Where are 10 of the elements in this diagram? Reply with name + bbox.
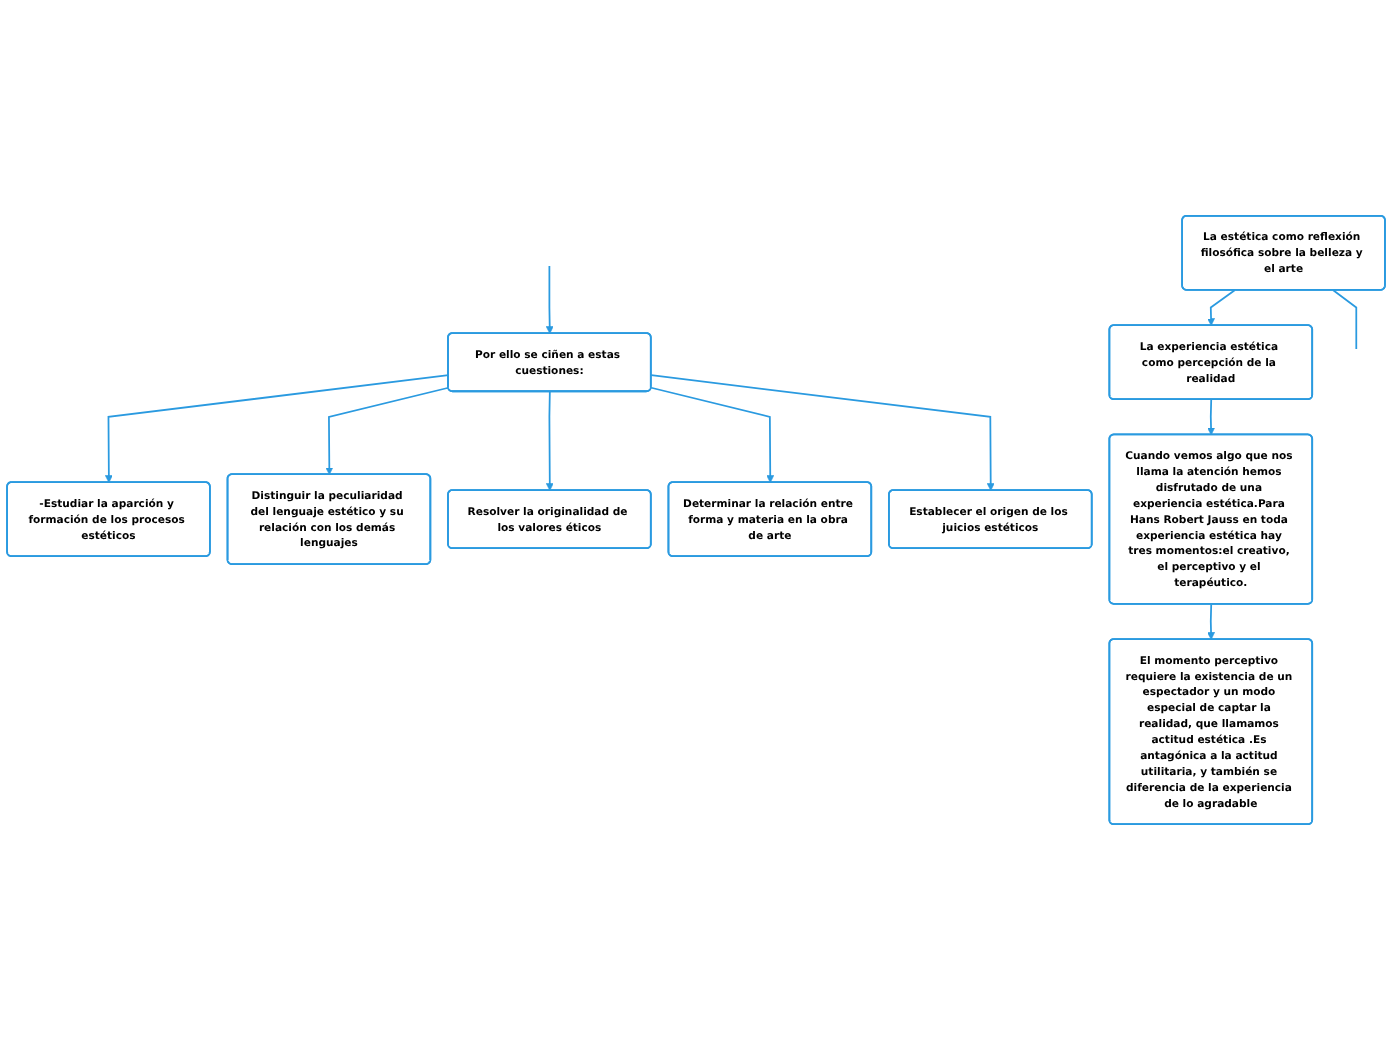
arrow — [1207, 289, 1236, 326]
arrow — [1207, 398, 1215, 436]
arrow — [650, 374, 995, 491]
arrow — [105, 374, 450, 483]
connector — [1332, 289, 1358, 350]
arrow — [325, 386, 450, 475]
arrow — [545, 265, 554, 334]
arrow — [545, 390, 554, 491]
arrow — [650, 386, 775, 483]
arrow — [1207, 603, 1215, 640]
